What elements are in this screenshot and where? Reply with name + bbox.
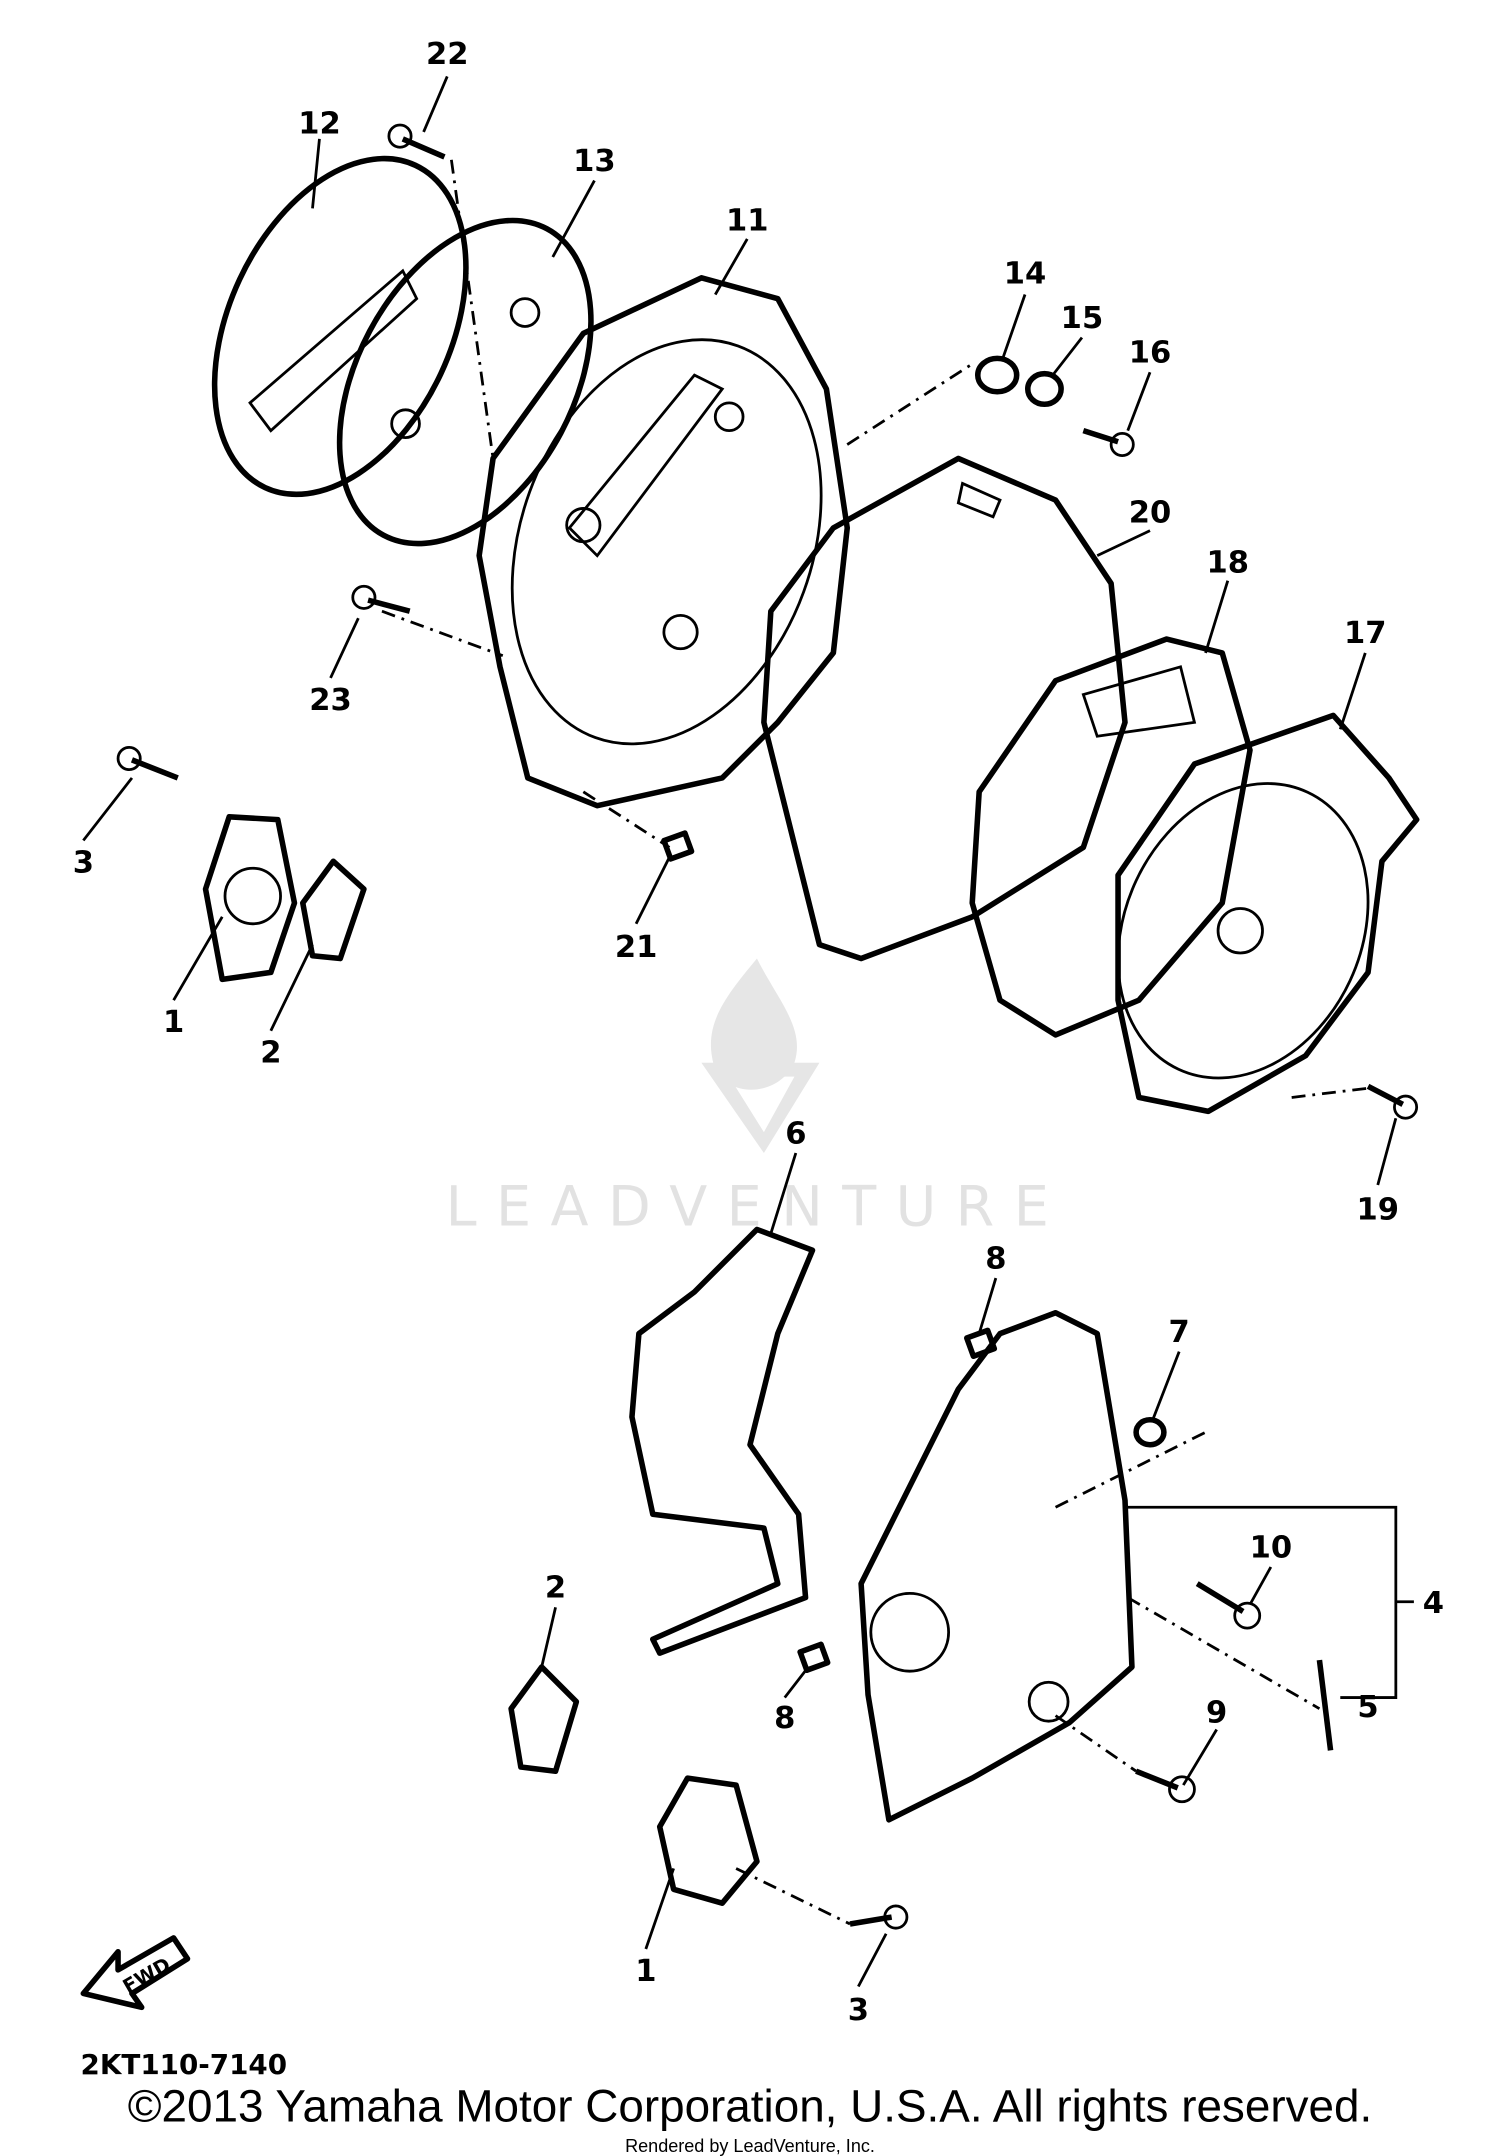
part-11-crankcase-cover xyxy=(476,275,850,809)
part-13-gasket xyxy=(336,217,594,547)
callout-2-lower: 2 xyxy=(545,1571,566,1606)
part-1-cover-upper xyxy=(202,814,298,983)
part-2-gasket-lower xyxy=(508,1664,580,1774)
callout-13: 13 xyxy=(573,144,616,179)
callout-2: 2 xyxy=(260,1036,281,1071)
callout-18: 18 xyxy=(1207,545,1250,580)
callout-5: 5 xyxy=(1357,1690,1378,1725)
callout-16: 16 xyxy=(1129,336,1172,371)
part-8-dowel-upper xyxy=(964,1327,998,1360)
callout-1: 1 xyxy=(163,1005,184,1040)
part-9-bolt xyxy=(1135,1768,1196,1804)
callout-15: 15 xyxy=(1061,301,1104,336)
part-22-bolt xyxy=(387,123,446,160)
part-15-washer xyxy=(1025,370,1064,408)
diagram-code: 2KT110-7140 xyxy=(81,2048,288,2081)
part-10-bolt xyxy=(1195,1581,1262,1630)
callout-12: 12 xyxy=(298,106,341,141)
rendered-by-text: Rendered by LeadVenture, Inc. xyxy=(625,2136,875,2156)
callout-20: 20 xyxy=(1129,495,1172,530)
callout-10: 10 xyxy=(1250,1530,1293,1565)
callout-8-lower: 8 xyxy=(774,1701,795,1736)
callout-3: 3 xyxy=(73,845,94,880)
part-23-bolt xyxy=(351,584,411,614)
callout-22: 22 xyxy=(426,37,469,72)
fwd-arrow-icon: FWD xyxy=(80,1935,191,2011)
part-2-gasket-upper xyxy=(300,858,367,962)
leader-lines xyxy=(82,75,1414,1988)
part-8-dowel-lower xyxy=(797,1641,831,1674)
callout-21: 21 xyxy=(615,930,658,965)
part-21-dowel xyxy=(661,830,695,862)
part-1-cover-lower xyxy=(656,1775,760,1906)
callout-1-lower: 1 xyxy=(635,1954,656,1989)
part-18-gasket xyxy=(969,636,1253,1038)
callout-19: 19 xyxy=(1357,1193,1400,1228)
part-14-grommet xyxy=(975,355,1020,395)
part-7-washer xyxy=(1133,1416,1167,1448)
callout-3-lower: 3 xyxy=(848,1993,869,2028)
part-5-label xyxy=(1316,1659,1334,1751)
watermark-text: LEADVENTURE xyxy=(446,1174,1069,1239)
copyright-text: ©2013 Yamaha Motor Corporation, U.S.A. A… xyxy=(128,2080,1372,2131)
part-3-bolt-upper xyxy=(116,745,179,781)
v-logo-icon xyxy=(701,1062,820,1154)
part-4-crankcase-cover xyxy=(858,1309,1135,1823)
part-20-gasket xyxy=(761,455,1128,962)
callout-11: 11 xyxy=(726,204,769,239)
part-12-cover-plate xyxy=(211,155,469,498)
flame-logo-icon xyxy=(710,958,797,1090)
part-19-bolt xyxy=(1366,1083,1419,1120)
part-6-gasket xyxy=(629,1226,816,1656)
fwd-label: FWD xyxy=(119,1953,175,1998)
callout-9: 9 xyxy=(1206,1696,1227,1731)
callout-17: 17 xyxy=(1344,616,1387,651)
callout-8: 8 xyxy=(985,1241,1006,1276)
part-16-bolt xyxy=(1082,427,1135,458)
callouts: 22 12 13 11 14 15 16 20 18 17 23 3 21 1 … xyxy=(73,37,1444,2028)
leadventure-watermark: LEADVENTURE xyxy=(446,958,1069,1239)
callout-7: 7 xyxy=(1169,1315,1190,1350)
part-3-bolt-lower xyxy=(849,1904,909,1930)
callout-4: 4 xyxy=(1423,1586,1444,1621)
part-17-generator-cover xyxy=(1115,712,1420,1115)
callout-23: 23 xyxy=(309,683,352,718)
callout-14: 14 xyxy=(1004,256,1047,291)
callout-6: 6 xyxy=(785,1116,806,1151)
